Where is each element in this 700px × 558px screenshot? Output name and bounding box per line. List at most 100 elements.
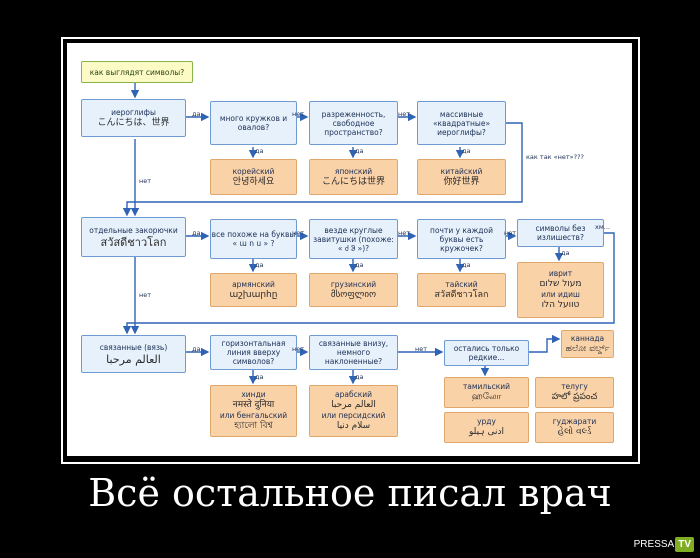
hieroglyphs-sample: こんにちは、世界 bbox=[97, 117, 170, 128]
yes-label: да bbox=[355, 261, 364, 269]
slanted-text: связанные внизу, немного наклоненные? bbox=[318, 339, 389, 366]
yiddish-or: или идиш bbox=[541, 290, 580, 299]
telugu-sample: హలో ప్రపంచ bbox=[551, 392, 598, 402]
armenian-letters-text: все похоже на буквы « ա ո ս » ? bbox=[211, 230, 296, 248]
cursive-box: связанные (вязь) العالم مرحبا bbox=[81, 335, 186, 373]
tamil-name: тамильский bbox=[462, 382, 511, 391]
hindi-name: хинди bbox=[241, 390, 266, 399]
yes-label: да bbox=[462, 147, 471, 155]
slanted-question: связанные внизу, немного наклоненные? bbox=[309, 335, 398, 370]
yes-label: да bbox=[192, 345, 201, 353]
hebrew-sample: מעול שלום bbox=[539, 279, 582, 289]
japanese-name: японский bbox=[334, 166, 373, 176]
no-label: нет bbox=[292, 110, 305, 118]
chinese-result: китайский 你好世界 bbox=[417, 159, 506, 195]
armenian-name: армянский bbox=[232, 279, 275, 289]
gujarati-result: гуджарати હેલો વર્લ્ડ bbox=[535, 412, 614, 443]
urdu-name: урду bbox=[477, 417, 496, 426]
persian-sample: سلام دنیا bbox=[336, 421, 371, 431]
square-hieroglyphs-text: массивные «квадратные» иероглифы? bbox=[432, 109, 491, 137]
circle-letters-text: почти у каждой буквы есть кружочек? bbox=[430, 225, 493, 253]
yes-label: да bbox=[255, 373, 264, 381]
circle-letters-question: почти у каждой буквы есть кружочек? bbox=[417, 219, 506, 259]
many-circles-text: много кружков и овалов? bbox=[219, 114, 288, 132]
separate-squiggles-sample: สวัสดีชาวโลก bbox=[100, 235, 167, 249]
separate-squiggles-box: отдельные закорючки สวัสดีชาวโลก bbox=[81, 217, 186, 257]
yes-label: да bbox=[561, 249, 570, 257]
arabic-sample: العالم مرحبا bbox=[331, 400, 376, 410]
top-line-text: горизонтальная линия вверху символов? bbox=[221, 339, 286, 366]
hm-label: хм... bbox=[595, 223, 610, 231]
japanese-sample: こんにちは世界 bbox=[321, 176, 385, 187]
top-line-question: горизонтальная линия вверху символов? bbox=[210, 335, 297, 370]
bengali-sample: হ্যালো বিশ্ব bbox=[234, 421, 273, 431]
gujarati-name: гуджарати bbox=[552, 417, 597, 426]
thai-sample: สวัสดีชาวโลก bbox=[434, 289, 489, 300]
bengali-or: или бенгальский bbox=[219, 411, 288, 420]
plain-symbols-text: символы без излишеств? bbox=[535, 224, 586, 242]
armenian-sample: աշխարհը bbox=[229, 289, 278, 300]
georgian-name: грузинский bbox=[330, 279, 377, 289]
separate-squiggles-title: отдельные закорючки bbox=[89, 225, 178, 235]
hebrew-result: иврит מעול שלום или идиш טוועל הלו bbox=[517, 262, 604, 318]
no-label: нет bbox=[139, 291, 152, 299]
yiddish-sample: טוועל הלו bbox=[541, 300, 580, 310]
yes-label: да bbox=[192, 229, 201, 237]
korean-sample: 안녕하세요 bbox=[232, 176, 275, 187]
hindi-sample: नमस्ते दुनिया bbox=[232, 400, 275, 410]
sparse-space-question: разреженность, свободное пространство? bbox=[309, 101, 398, 145]
poster-caption: Всё остальное писал врач bbox=[88, 471, 612, 515]
no-label: нет bbox=[139, 177, 152, 185]
start-question-box: как выглядят символы? bbox=[81, 61, 193, 83]
urdu-result: урду ادنی ہیلو bbox=[444, 412, 529, 443]
how-no-note: как так «нет»??? bbox=[526, 153, 585, 161]
no-label: нет bbox=[504, 229, 517, 237]
no-label: нет bbox=[292, 229, 305, 237]
hieroglyphs-box: иероглифы こんにちは、世界 bbox=[81, 99, 186, 137]
thai-result: тайский สวัสดีชาวโลก bbox=[417, 273, 506, 307]
only-rare-text: остались только редкие... bbox=[453, 344, 520, 362]
round-curls-question: везде круглые завитушки (похоже: « ძ ჵ »… bbox=[309, 219, 398, 259]
chinese-sample: 你好世界 bbox=[443, 176, 480, 187]
thai-name: тайский bbox=[445, 279, 478, 289]
flowchart: как выглядят символы? иероглифы こんにちは、世界… bbox=[67, 43, 632, 456]
yes-label: да bbox=[355, 373, 364, 381]
round-curls-text: везде круглые завитушки (похоже: « ძ ჵ »… bbox=[313, 225, 394, 253]
yes-label: да bbox=[462, 261, 471, 269]
watermark-tv-badge: TV bbox=[675, 537, 694, 552]
watermark: PRESSA TV bbox=[634, 537, 694, 552]
no-label: нет bbox=[398, 110, 411, 118]
kannada-sample: ಹಲೋ ವರ್ಲ್ಡ್ bbox=[565, 343, 610, 354]
plain-symbols-question: символы без излишеств? bbox=[517, 219, 604, 247]
cursive-sample: العالم مرحبا bbox=[106, 352, 161, 366]
watermark-text: PRESSA bbox=[633, 539, 675, 550]
hieroglyphs-title: иероглифы bbox=[111, 107, 156, 117]
many-circles-question: много кружков и овалов? bbox=[210, 101, 297, 145]
yes-label: да bbox=[355, 147, 364, 155]
square-hieroglyphs-question: массивные «квадратные» иероглифы? bbox=[417, 101, 506, 145]
armenian-result: армянский աշխարհը bbox=[210, 273, 297, 307]
no-label: нет bbox=[398, 229, 411, 237]
hindi-result: хинди नमस्ते दुनिया или бенгальский হ্যা… bbox=[210, 385, 297, 437]
telugu-result: телугу హలో ప్రపంచ bbox=[535, 377, 614, 408]
sparse-space-text: разреженность, свободное пространство? bbox=[321, 109, 386, 137]
start-question-text: как выглядят символы? bbox=[89, 67, 185, 77]
chinese-name: китайский bbox=[440, 166, 483, 176]
yes-label: да bbox=[255, 147, 264, 155]
kannada-name: каннада bbox=[570, 333, 605, 343]
kannada-result: каннада ಹಲೋ ವರ್ಲ್ಡ್ bbox=[561, 330, 614, 358]
no-label: нет bbox=[415, 345, 428, 353]
persian-or: или персидский bbox=[321, 411, 386, 420]
gujarati-sample: હેલો વર્લ્ડ bbox=[557, 427, 592, 437]
georgian-sample: მსოფლიო bbox=[330, 289, 377, 300]
cursive-title: связанные (вязь) bbox=[99, 342, 168, 352]
japanese-result: японский こんにちは世界 bbox=[309, 159, 398, 195]
tamil-result: тамильский ஹலோ bbox=[444, 377, 529, 408]
korean-result: корейский 안녕하세요 bbox=[210, 159, 297, 195]
hebrew-name: иврит bbox=[548, 269, 573, 278]
armenian-letters-question: все похоже на буквы « ա ո ս » ? bbox=[210, 219, 297, 259]
no-label: нет bbox=[292, 345, 305, 353]
yes-label: да bbox=[192, 110, 201, 118]
korean-name: корейский bbox=[232, 166, 275, 176]
urdu-sample: ادنی ہیلو bbox=[469, 427, 504, 437]
